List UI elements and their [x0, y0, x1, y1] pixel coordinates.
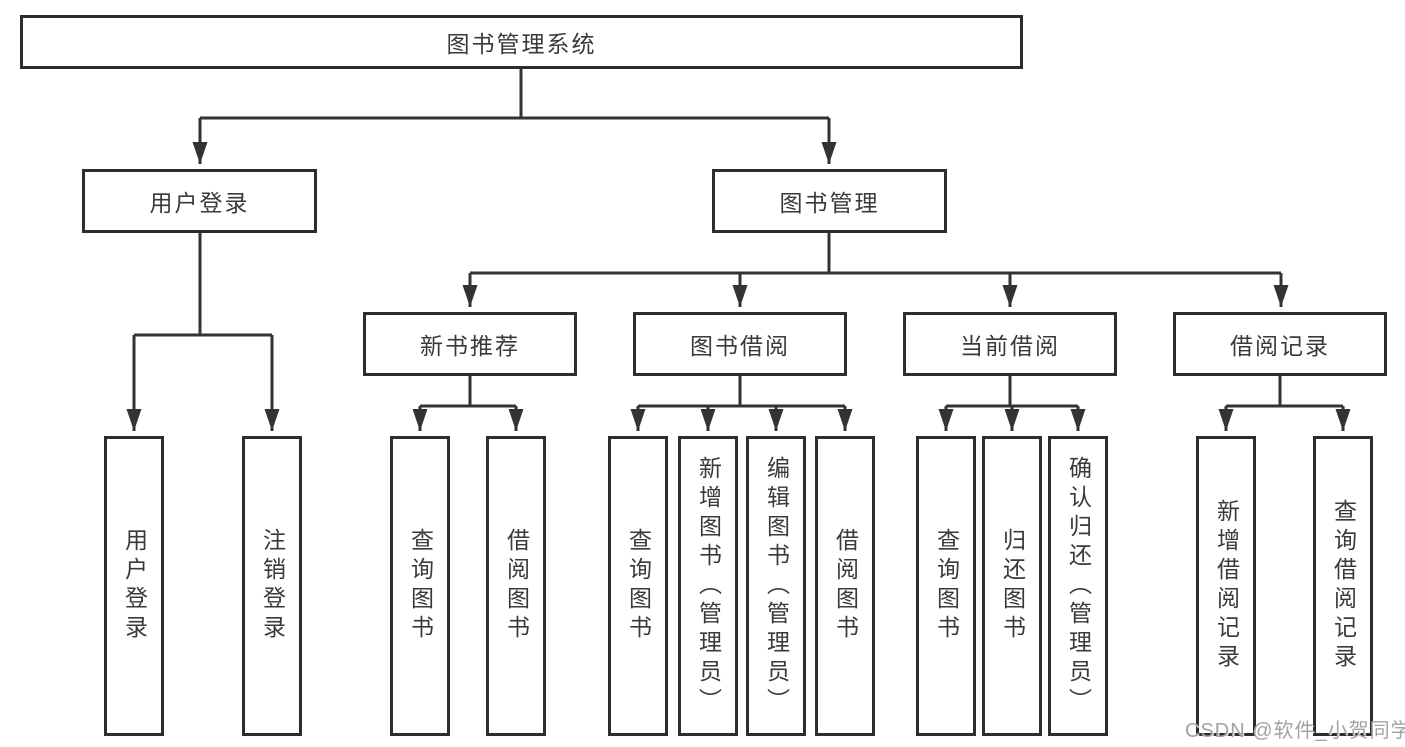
node-root: 图书管理系统: [20, 15, 1023, 69]
node-new-book-recommend: 新书推荐: [363, 312, 577, 376]
leaf-borrow-book: 借阅图书: [815, 436, 875, 736]
leaf-query-borrow-record: 查询借阅记录: [1313, 436, 1373, 736]
leaf-borrow-book-newrec: 借阅图书: [486, 436, 546, 736]
leaf-user-login: 用户登录: [104, 436, 164, 736]
leaf-confirm-return-admin: 确认归还（管理员）: [1048, 436, 1108, 736]
leaf-add-book-admin: 新增图书（管理员）: [678, 436, 738, 736]
leaf-return-book: 归还图书: [982, 436, 1042, 736]
leaf-query-book-newrec: 查询图书: [390, 436, 450, 736]
leaf-logout: 注销登录: [242, 436, 302, 736]
leaf-query-book-current: 查询图书: [916, 436, 976, 736]
node-book-management: 图书管理: [712, 169, 947, 233]
watermark: CSDN @软件_小贺同学: [1185, 720, 1405, 742]
leaf-add-borrow-record: 新增借阅记录: [1196, 436, 1256, 736]
node-user-login: 用户登录: [82, 169, 317, 233]
node-book-borrowing: 图书借阅: [633, 312, 847, 376]
node-current-borrowing: 当前借阅: [903, 312, 1117, 376]
leaf-edit-book-admin: 编辑图书（管理员）: [746, 436, 806, 736]
node-borrowing-records: 借阅记录: [1173, 312, 1387, 376]
leaf-query-book-borrowing: 查询图书: [608, 436, 668, 736]
